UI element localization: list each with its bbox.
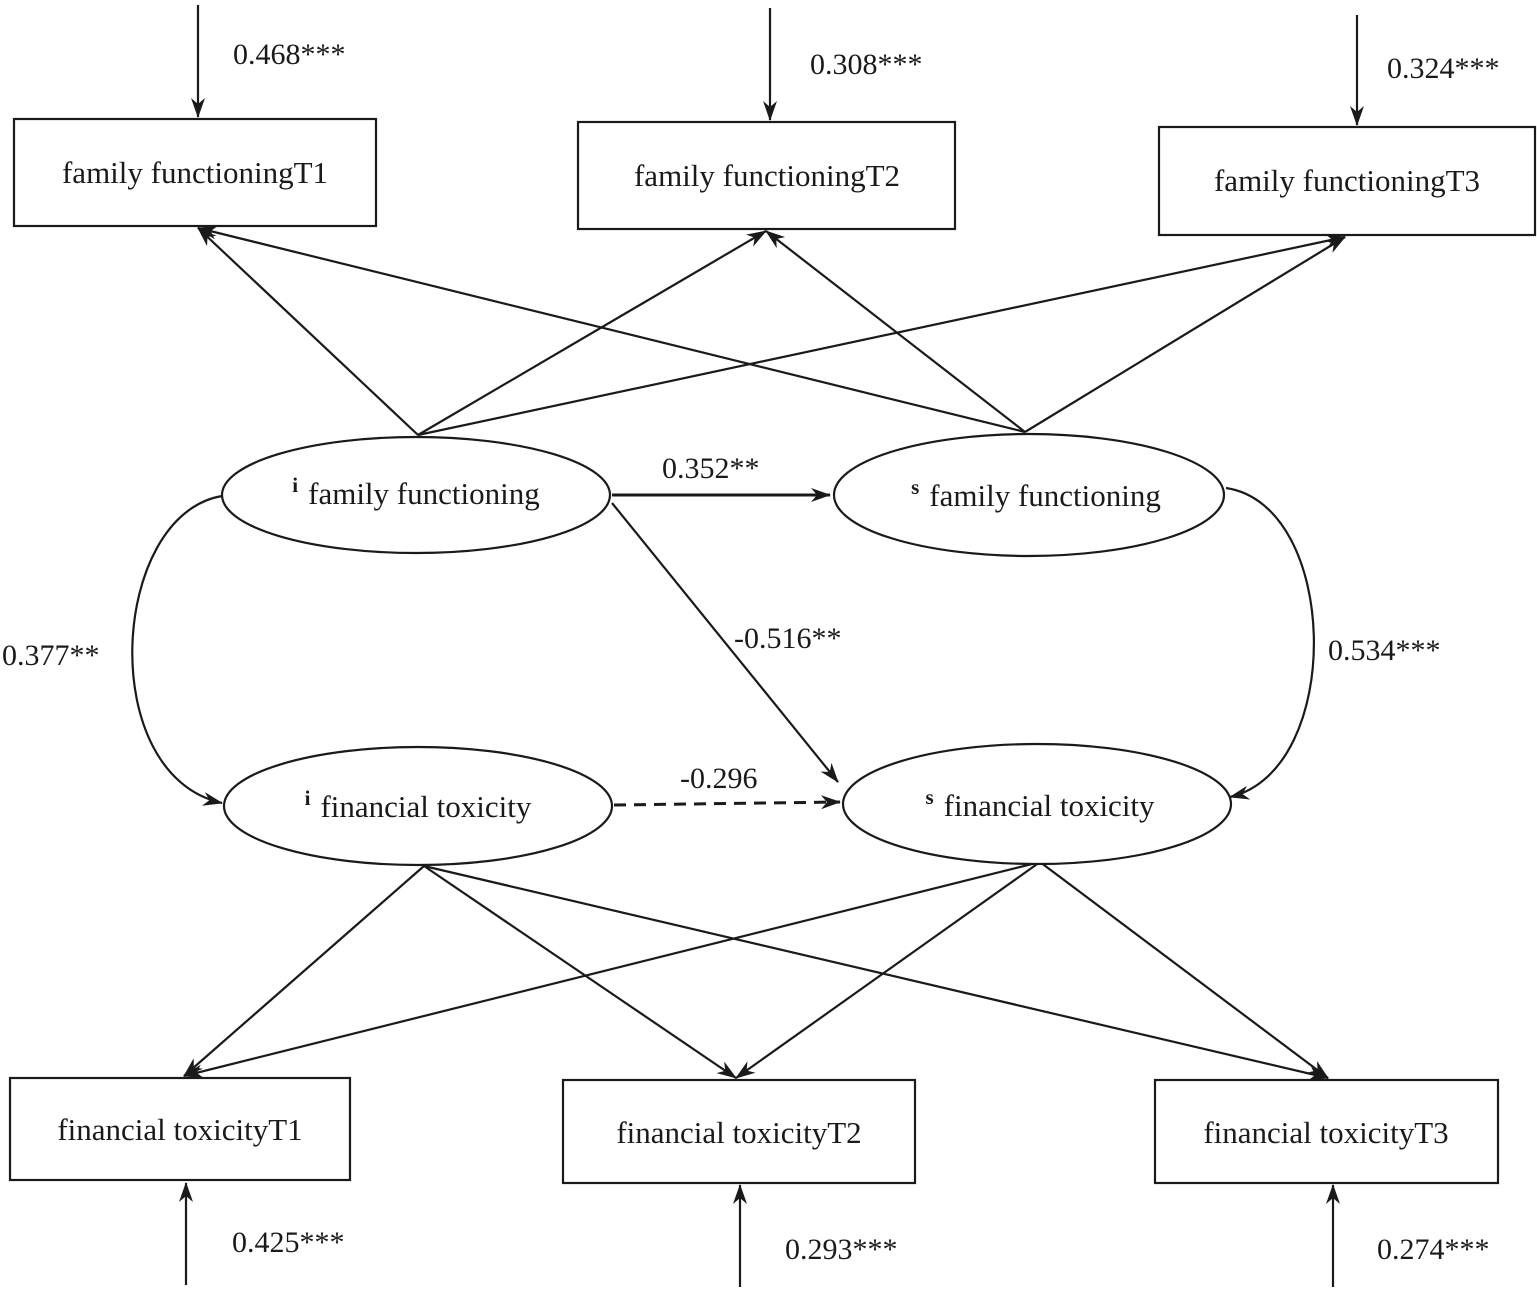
indicator-financial-t3-label: financial toxicityT3 xyxy=(1203,1115,1448,1150)
loading-i-family-to-t1 xyxy=(197,227,419,436)
residual-label-financial-t3: 0.274*** xyxy=(1377,1233,1490,1266)
indicator-financial-t1: financial toxicityT1 xyxy=(8,1076,352,1182)
indicator-family-t2-label: family functioningT2 xyxy=(634,158,900,193)
latent-s-family-functioning: s family functioning xyxy=(832,432,1226,558)
coef-cov-s-family-s-financial: 0.534*** xyxy=(1328,634,1441,667)
loading-i-financial-to-t1 xyxy=(183,865,425,1077)
residual-label-family-t2: 0.308*** xyxy=(810,48,923,81)
latent-i-family-functioning-label: i family functioning xyxy=(292,473,539,511)
indicator-financial-t2: financial toxicityT2 xyxy=(561,1078,917,1185)
coef-i-financial-to-s-financial: -0.296 xyxy=(680,762,758,795)
residual-label-family-t1: 0.468*** xyxy=(233,38,346,71)
loading-i-family-to-t3 xyxy=(417,234,1346,437)
loading-i-family-to-t2 xyxy=(417,230,767,436)
loading-s-family-to-t1 xyxy=(197,225,1026,434)
covariance-i-family-i-financial xyxy=(131,494,223,806)
loading-s-family-to-t2 xyxy=(765,230,1026,433)
path-i-family-to-s-financial xyxy=(611,502,839,783)
loading-s-financial-to-t2 xyxy=(735,861,1041,1079)
loading-i-financial-to-t3 xyxy=(423,864,1329,1081)
residual-label-financial-t2: 0.293*** xyxy=(785,1233,898,1266)
latent-i-financial-toxicity: i financial toxicity xyxy=(222,745,614,867)
coef-cov-i-family-i-financial: 0.377** xyxy=(2,639,100,672)
latent-i-financial-toxicity-label: i financial toxicity xyxy=(305,786,532,824)
indicator-family-t1: family functioningT1 xyxy=(12,117,378,228)
latent-s-financial-toxicity-label: s financial toxicity xyxy=(925,785,1155,823)
latent-i-family-functioning: i family functioning xyxy=(220,435,612,555)
indicator-financial-t2-label: financial toxicityT2 xyxy=(616,1115,861,1150)
loading-s-financial-to-t1 xyxy=(183,860,1041,1079)
latent-s-financial-toxicity: s financial toxicity xyxy=(841,742,1233,866)
coef-i-family-to-s-family: 0.352** xyxy=(662,452,760,485)
indicator-family-t3: family functioningT3 xyxy=(1157,125,1537,237)
loading-i-financial-to-t2 xyxy=(423,865,737,1079)
covariance-s-family-s-financial xyxy=(1225,486,1315,800)
loading-s-family-to-t3 xyxy=(1024,236,1346,433)
indicator-financial-t1-label: financial toxicityT1 xyxy=(57,1112,302,1147)
indicator-family-t3-label: family functioningT3 xyxy=(1214,163,1480,198)
residual-label-financial-t1: 0.425*** xyxy=(232,1226,345,1259)
latent-s-family-functioning-label: s family functioning xyxy=(911,475,1161,513)
indicator-family-t2: family functioningT2 xyxy=(576,120,957,231)
coef-i-family-to-s-financial: -0.516** xyxy=(734,622,842,655)
indicator-family-t1-label: family functioningT1 xyxy=(62,155,328,190)
residual-label-family-t3: 0.324*** xyxy=(1387,52,1500,85)
indicator-financial-t3: financial toxicityT3 xyxy=(1153,1078,1500,1185)
path-i-financial-to-s-financial xyxy=(613,795,841,810)
loading-s-financial-to-t3 xyxy=(1039,861,1329,1079)
